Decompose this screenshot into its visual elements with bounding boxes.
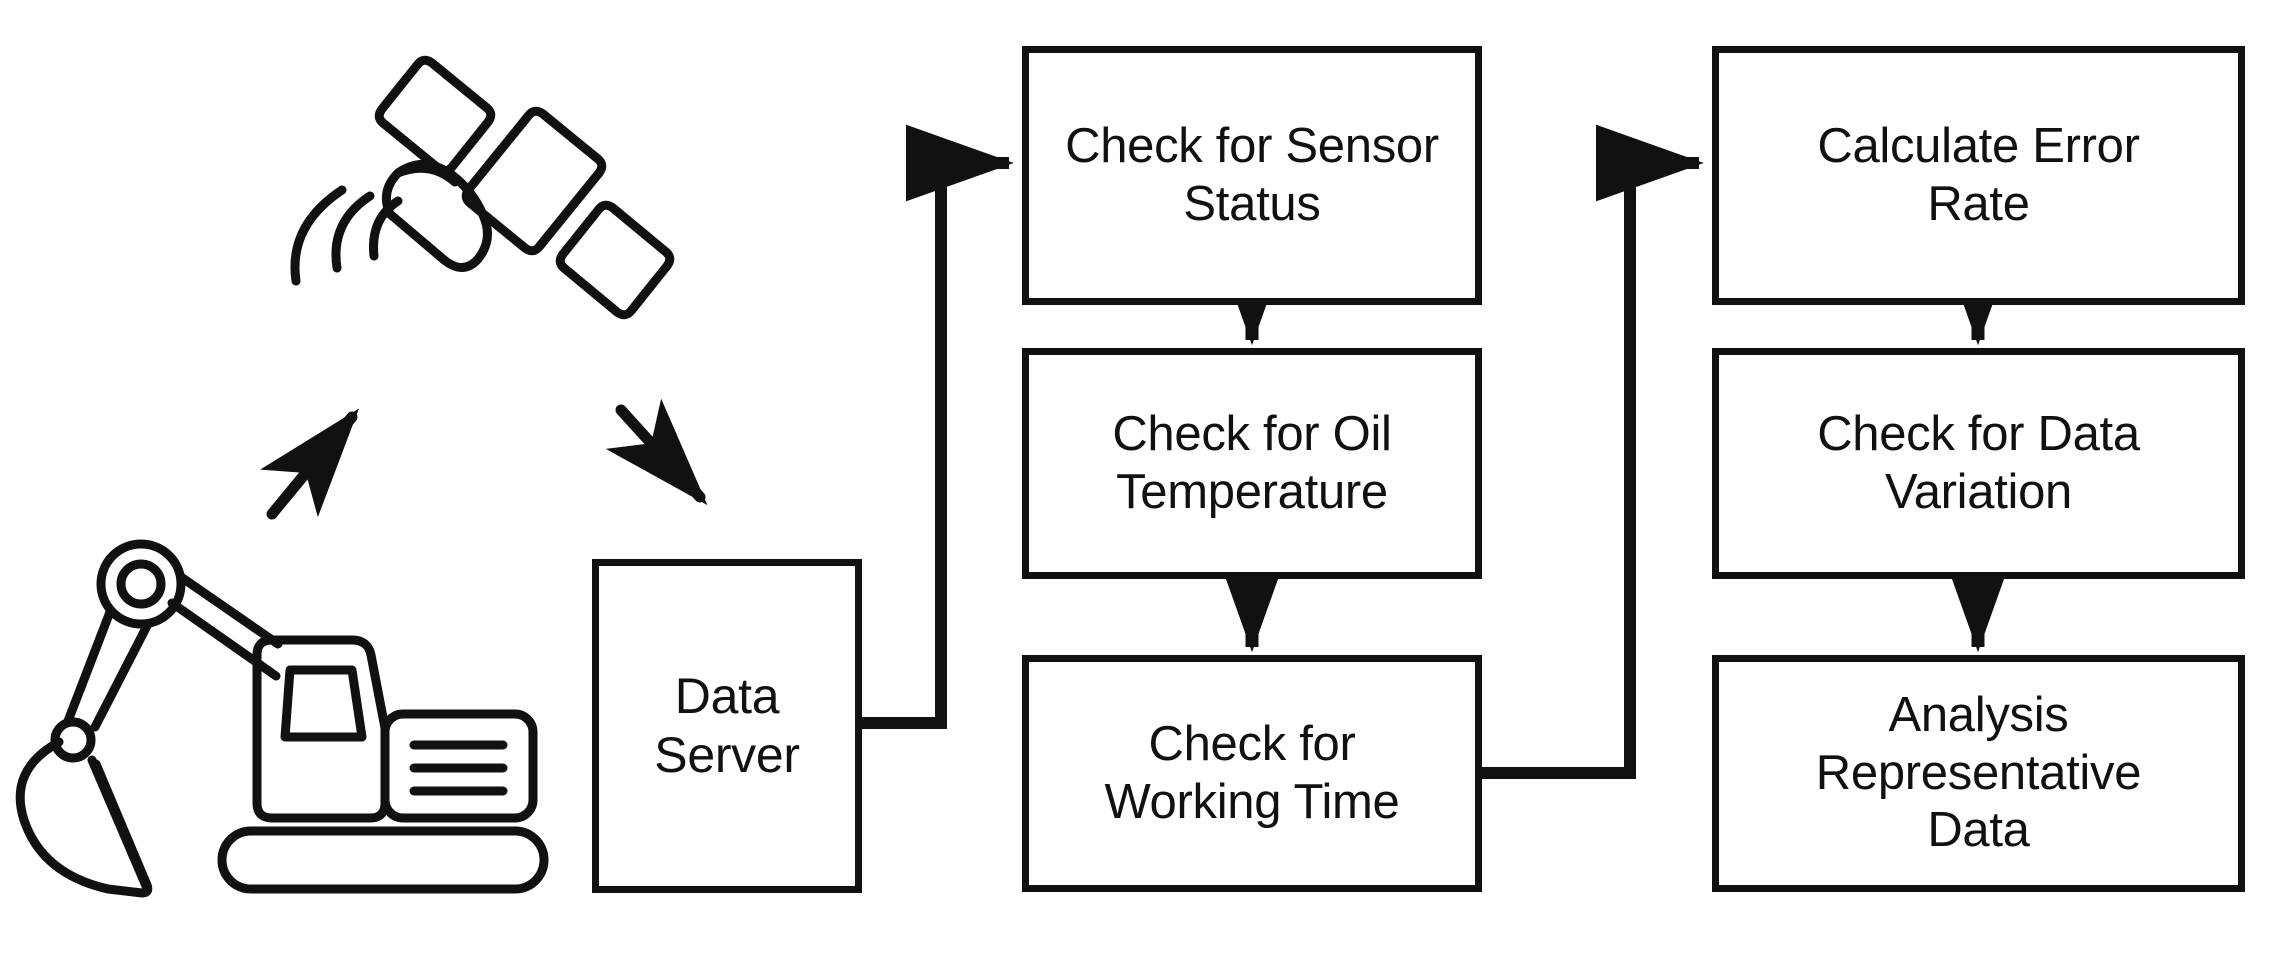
node-check-for-working-time[interactable]: Check for Working Time xyxy=(1022,655,1482,892)
satellite-icon xyxy=(290,55,675,320)
node-check-for-sensor-status-label: Check for Sensor Status xyxy=(1065,118,1439,231)
node-analysis-representative-data[interactable]: Analysis Representative Data xyxy=(1712,655,2245,892)
node-check-for-data-variation[interactable]: Check for Data Variation xyxy=(1712,348,2245,579)
connector-working-time-to-error-rate xyxy=(1482,124,1704,779)
node-data-server-label: Data Server xyxy=(654,668,800,783)
node-check-for-sensor-status[interactable]: Check for Sensor Status xyxy=(1022,46,1482,305)
node-check-for-oil-temperature[interactable]: Check for Oil Temperature xyxy=(1022,348,1482,579)
arrow-satellite-to-data-server xyxy=(605,398,708,506)
arrow-excavator-to-satellite xyxy=(260,408,359,520)
node-calculate-error-rate-label: Calculate Error Rate xyxy=(1817,118,2140,231)
connector-server-to-sensor-status xyxy=(862,124,1014,729)
node-analysis-representative-data-label: Analysis Representative Data xyxy=(1815,687,2142,858)
node-calculate-error-rate[interactable]: Calculate Error Rate xyxy=(1712,46,2245,305)
node-check-for-data-variation-label: Check for Data Variation xyxy=(1817,406,2140,519)
node-check-for-working-time-label: Check for Working Time xyxy=(1104,716,1400,829)
node-data-server[interactable]: Data Server xyxy=(592,559,862,893)
node-check-for-oil-temperature-label: Check for Oil Temperature xyxy=(1112,406,1392,519)
excavator-icon xyxy=(15,539,549,898)
